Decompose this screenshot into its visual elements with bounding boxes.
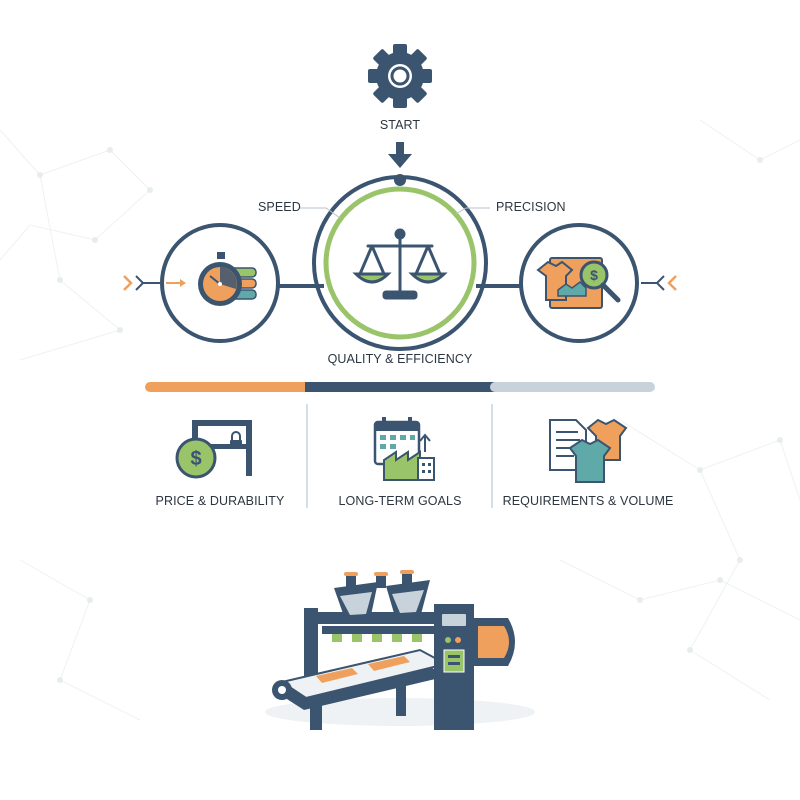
stopwatch-icon [198,252,257,306]
printing-machine-icon [265,570,535,730]
speed-label: SPEED [258,200,301,214]
precision-leader [455,207,490,215]
factor-label-price: PRICE & DURABILITY [155,494,285,508]
svg-text:$: $ [190,448,201,470]
calendar-factory-icon [373,417,435,481]
dollar-rack-icon: $ [175,420,252,479]
precision-label: PRECISION [496,200,566,214]
gear-icon [368,44,432,108]
svg-text:$: $ [590,267,598,283]
shirt-inspection-icon: $ [536,257,621,309]
factor-label-requirements: REQUIREMENTS & VOLUME [502,494,674,508]
balance-scale-icon [352,228,448,300]
down-arrow-icon [388,142,412,168]
document-shirts-icon [549,418,628,483]
progress-divider-bar [145,382,655,392]
right-input-arrows [641,275,677,291]
center-label: QUALITY & EFFICIENCY [327,352,473,366]
start-label: START [379,118,421,132]
speed-leader [300,207,341,219]
left-input-arrows [123,275,186,291]
factor-label-goals: LONG-TERM GOALS [338,494,462,508]
